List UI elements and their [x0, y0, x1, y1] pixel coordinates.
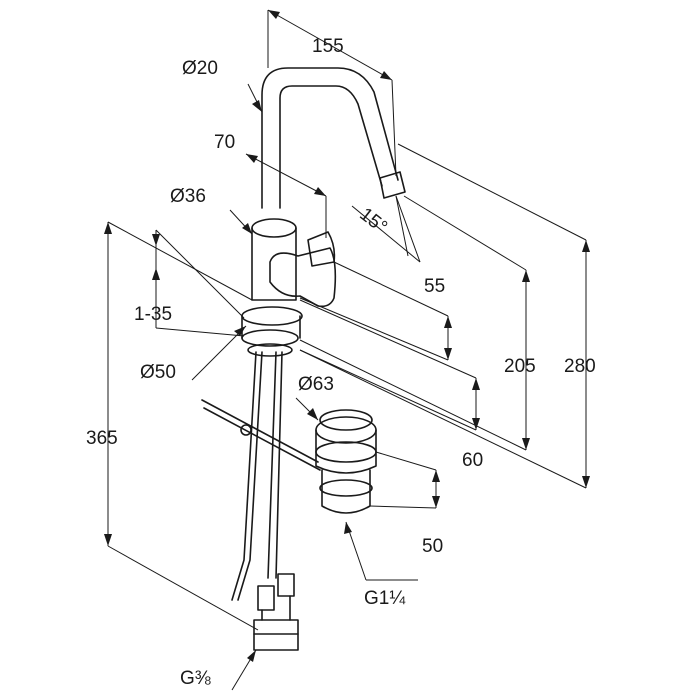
label-lever-height: 55 — [424, 276, 445, 297]
base-collar — [241, 315, 301, 339]
label-supply-thread: G⅜ — [180, 668, 211, 689]
label-spout-diameter: Ø20 — [182, 58, 218, 79]
label-base-diameter: Ø50 — [140, 362, 176, 383]
popup-rod — [201, 399, 319, 463]
hose-right-inner — [275, 351, 283, 579]
label-spout-reach: 155 — [312, 36, 344, 57]
lever-handle — [269, 247, 337, 308]
hose-left-inner — [237, 351, 263, 601]
spout-outer — [261, 67, 399, 209]
lever-tip — [307, 231, 336, 267]
waste-plug-top — [319, 409, 373, 431]
label-clamp-range: 1-35 — [134, 304, 172, 325]
label-overall-height: 280 — [564, 356, 596, 377]
hose-left — [231, 351, 257, 601]
waste-nut — [319, 479, 373, 497]
label-base-height: 60 — [462, 450, 483, 471]
waste-body-lower — [321, 469, 371, 514]
spout-inner — [279, 85, 383, 209]
body-column — [251, 227, 297, 301]
spout-tip — [379, 171, 406, 199]
label-body-diameter: Ø36 — [170, 186, 206, 207]
dimension-lines — [104, 9, 590, 691]
base-nut — [247, 343, 293, 357]
label-lever-offset: 70 — [214, 132, 235, 153]
connector-nuts — [253, 619, 299, 651]
base-ring — [241, 306, 303, 326]
hose-right — [267, 351, 277, 579]
label-waste-thread: G1¼ — [364, 588, 406, 609]
label-total-height: 365 — [86, 428, 118, 449]
popup-rod-knob — [240, 424, 252, 436]
waste-ring — [315, 441, 377, 463]
faucet-body — [201, 67, 406, 651]
connector-left — [257, 585, 275, 611]
dimension-labels: 155 Ø20 70 Ø36 1-35 Ø50 Ø63 365 15° 55 2… — [86, 36, 596, 689]
body-top — [251, 218, 297, 238]
connector-right — [277, 573, 295, 597]
label-waste-height: 50 — [422, 536, 443, 557]
connector-body — [253, 595, 299, 635]
label-waste-diameter: Ø63 — [298, 374, 334, 395]
popup-rod-lower — [203, 407, 321, 471]
waste-body-upper — [315, 429, 377, 474]
label-swivel-angle: 15° — [355, 204, 391, 238]
label-spout-height: 205 — [504, 356, 536, 377]
